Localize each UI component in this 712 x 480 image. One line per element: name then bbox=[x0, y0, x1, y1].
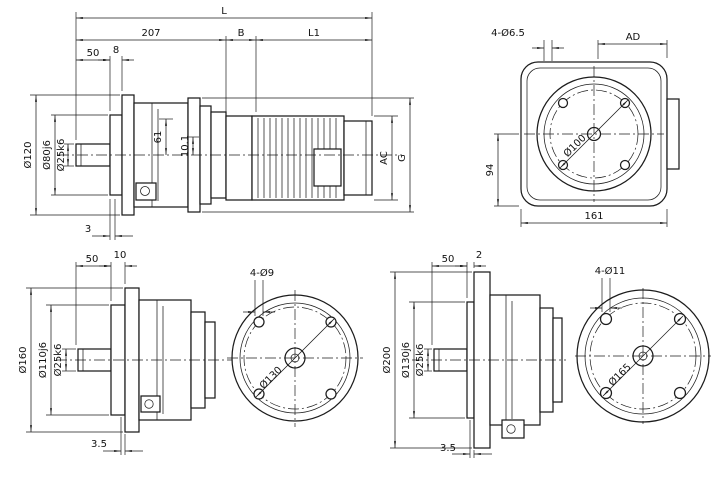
view-motor-end: Ø100 4-Ø6.5 AD 94 161 bbox=[485, 27, 680, 227]
dim-housing-length: 207 bbox=[141, 28, 160, 39]
dim-spigot-dia: Ø80j6 bbox=[41, 140, 53, 170]
view-flange200-face: Ø165 4-Ø11 bbox=[575, 265, 711, 424]
bolt-hole bbox=[325, 388, 337, 400]
motor-bell bbox=[225, 115, 253, 201]
dim-shaft-dia: Ø25k6 bbox=[55, 139, 67, 172]
flange200-side-dimensions: 50 2 Ø200 Ø130j6 Ø25k6 3.5 bbox=[381, 250, 492, 458]
view-flange160-face: Ø130 4-Ø9 bbox=[227, 267, 363, 427]
dim-bolt-circle: Ø130 bbox=[257, 364, 285, 392]
dim-spigot-depth: 2 bbox=[476, 250, 482, 261]
dim-center-height: 61 bbox=[153, 131, 164, 144]
dim-holes: 4-Ø6.5 bbox=[491, 27, 525, 39]
drain-plug bbox=[144, 399, 154, 409]
dim-holes: 4-Ø9 bbox=[250, 267, 274, 279]
drain-plug bbox=[506, 424, 516, 434]
flange160-side-dimensions: 50 10 Ø160 Ø110j6 Ø25k6 3.5 bbox=[17, 250, 143, 455]
bolt-hole bbox=[599, 312, 613, 326]
view-flange200-side: 50 2 Ø200 Ø130j6 Ø25k6 3.5 bbox=[381, 250, 566, 458]
motor-side-dimensions: L 207 B L1 50 8 Ø120 Ø80j6 bbox=[22, 6, 414, 240]
terminal-box-side bbox=[666, 98, 680, 170]
dim-height: G bbox=[397, 154, 408, 162]
dim-center-to-base: 94 bbox=[485, 164, 496, 177]
dim-overall-width: 161 bbox=[584, 211, 603, 222]
bolt-hole bbox=[253, 316, 265, 328]
dim-shaft-dia: Ø25k6 bbox=[52, 344, 64, 377]
flange200-face-dimensions: Ø165 4-Ø11 bbox=[590, 265, 684, 397]
dim-holes: 4-Ø11 bbox=[595, 265, 626, 277]
dim-motor-dia: AC bbox=[379, 151, 390, 165]
fan-cover bbox=[343, 120, 373, 196]
flange160-face-dimensions: Ø130 4-Ø9 bbox=[243, 267, 335, 398]
dim-spigot-dia: Ø130j6 bbox=[400, 342, 412, 378]
dim-flange-dia: Ø120 bbox=[22, 142, 34, 169]
drain-plug bbox=[140, 186, 150, 196]
dim-spigot-depth: 10 bbox=[114, 250, 127, 261]
bolt-hole bbox=[619, 159, 631, 171]
dim-step: 3.5 bbox=[440, 443, 456, 454]
motor-end-dimensions: Ø100 4-Ø6.5 AD 94 161 bbox=[485, 27, 668, 227]
dim-step: 3 bbox=[85, 224, 91, 235]
motor-side-outline bbox=[58, 94, 402, 216]
motor-end-outline bbox=[520, 61, 680, 207]
dim-flange-dia: Ø200 bbox=[381, 347, 393, 374]
bolt-hole bbox=[673, 386, 687, 400]
dim-overall-length: L bbox=[221, 6, 227, 17]
dim-bolt-circle: Ø100 bbox=[561, 132, 589, 160]
motor-junction-box bbox=[313, 148, 342, 187]
dim-spigot-dia: Ø110j6 bbox=[37, 342, 49, 378]
flange160-side-outline bbox=[56, 287, 232, 433]
dim-shaft-length: 50 bbox=[87, 48, 100, 59]
dim-spigot-depth: 8 bbox=[113, 45, 119, 56]
view-motor-side: L 207 B L1 50 8 Ø120 Ø80j6 bbox=[22, 6, 414, 240]
dim-shaft-dia: Ø25k6 bbox=[414, 344, 426, 377]
dim-width-ad: AD bbox=[626, 32, 641, 43]
dim-step: 3.5 bbox=[91, 439, 107, 450]
flange200-side-outline bbox=[412, 271, 566, 449]
dim-adapter-length: B bbox=[238, 28, 245, 39]
dim-shaft-length: 50 bbox=[86, 254, 99, 265]
dim-flange-dia: Ø160 bbox=[17, 347, 29, 374]
dim-motor-length: L1 bbox=[308, 28, 320, 39]
bolt-hole bbox=[557, 97, 569, 109]
view-flange160-side: 50 10 Ø160 Ø110j6 Ø25k6 3.5 bbox=[17, 250, 232, 455]
dim-offset: 10.1 bbox=[180, 135, 191, 157]
dim-bolt-circle: Ø165 bbox=[606, 361, 634, 389]
dim-shaft-length: 50 bbox=[442, 254, 455, 265]
